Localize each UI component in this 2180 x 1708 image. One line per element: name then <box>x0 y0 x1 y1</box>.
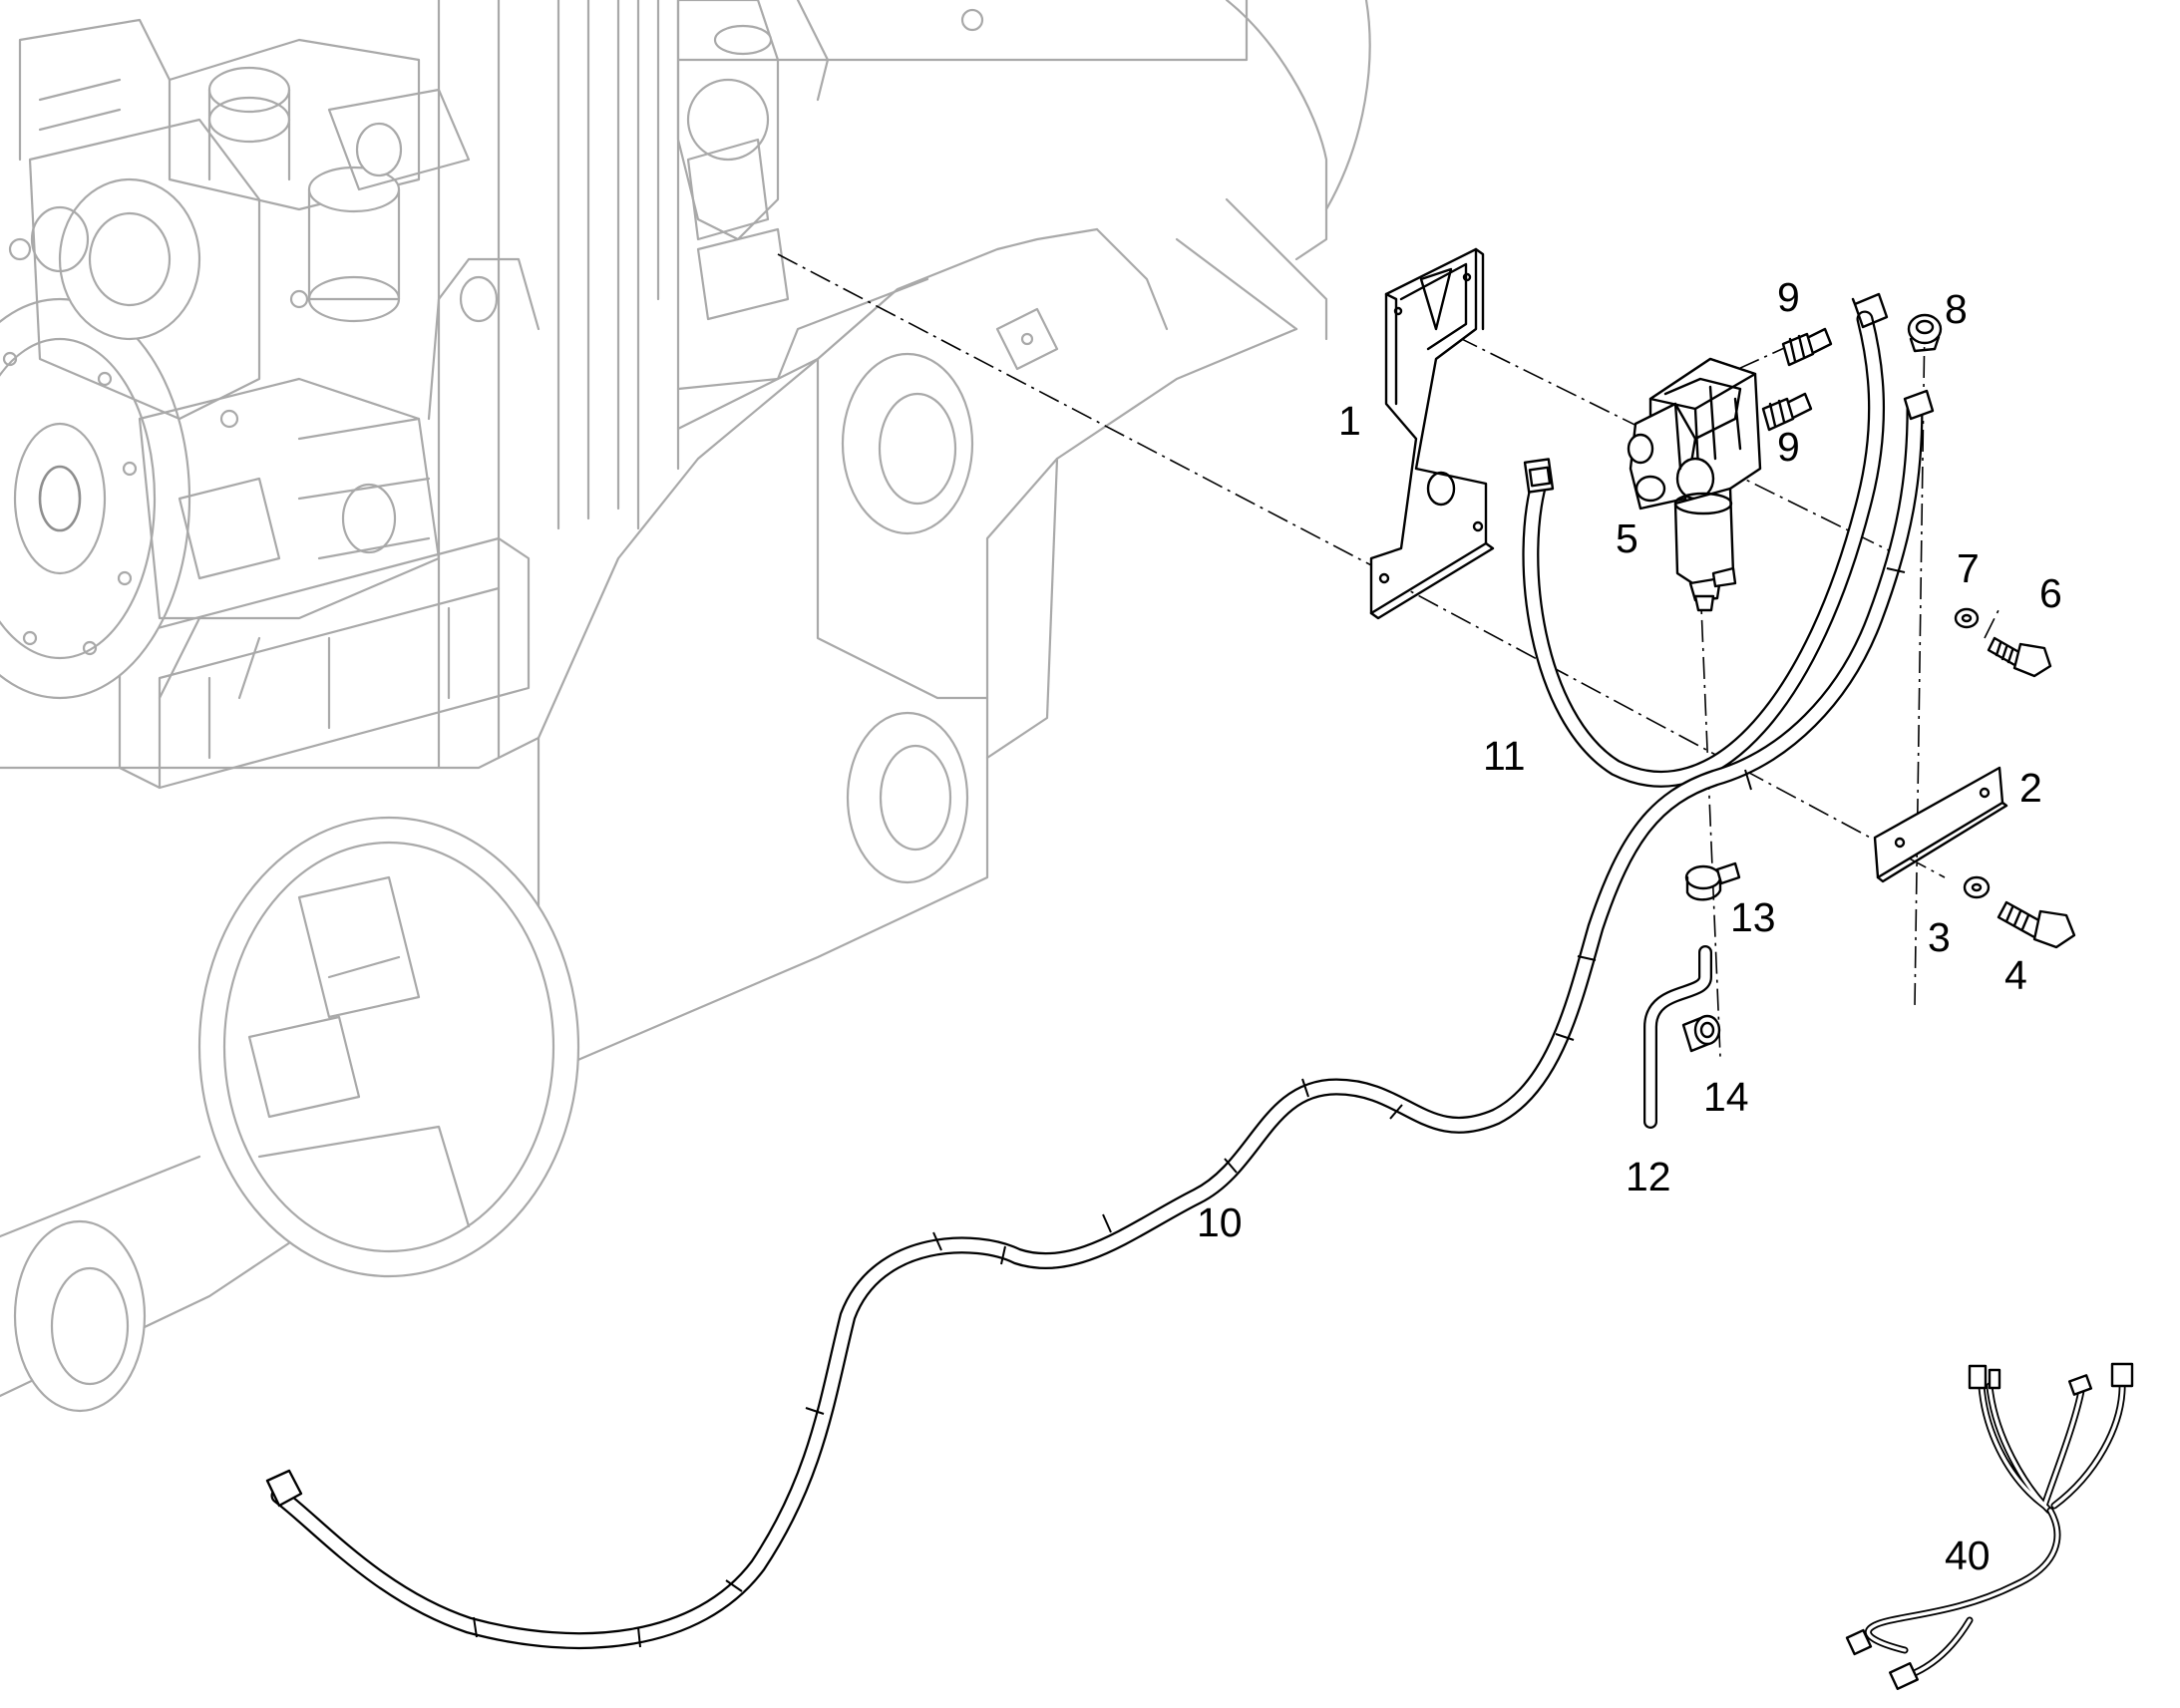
leader-lines <box>1851 297 1857 306</box>
part-11-hose <box>1522 292 1889 788</box>
part-12-tube <box>1643 945 1712 1129</box>
part-40-wiring-harness <box>1845 1362 2134 1691</box>
callout-9-upper: 9 <box>1777 274 1800 320</box>
engine-block <box>0 0 984 700</box>
callout-1: 1 <box>1338 398 1361 444</box>
part-13-clamp <box>1684 861 1741 901</box>
part-6-bolt <box>1987 636 2052 678</box>
part-10-hose <box>265 389 1935 1650</box>
callout-40: 40 <box>1945 1533 1991 1578</box>
part-14-cap <box>1681 1014 1721 1053</box>
part-9-fitting-lower <box>1761 392 1813 432</box>
part-9-fitting-upper <box>1781 327 1833 367</box>
callout-2: 2 <box>2019 765 2042 811</box>
callout-4: 4 <box>2004 952 2027 998</box>
part-4-bolt <box>1997 900 2076 949</box>
callout-9-lower: 9 <box>1777 424 1800 470</box>
callout-12: 12 <box>1626 1154 1671 1199</box>
callout-10: 10 <box>1197 1199 1243 1245</box>
part-1-bracket <box>1369 247 1495 620</box>
callout-5: 5 <box>1616 515 1638 561</box>
part-2-plate <box>1873 766 2008 883</box>
callout-14: 14 <box>1703 1074 1749 1120</box>
chassis-frame <box>0 0 1371 1413</box>
part-8-elbow <box>1907 313 1943 353</box>
callout-11: 11 <box>1483 733 1526 779</box>
callout-6: 6 <box>2039 570 2062 616</box>
callout-7: 7 <box>1957 545 1980 591</box>
callout-8: 8 <box>1945 286 1968 332</box>
part-7-washer <box>1954 607 1980 629</box>
part-5-filter-assembly <box>1627 357 1762 612</box>
callout-3: 3 <box>1928 914 1951 960</box>
callout-13: 13 <box>1730 894 1776 940</box>
part-3-washer <box>1963 875 1991 899</box>
